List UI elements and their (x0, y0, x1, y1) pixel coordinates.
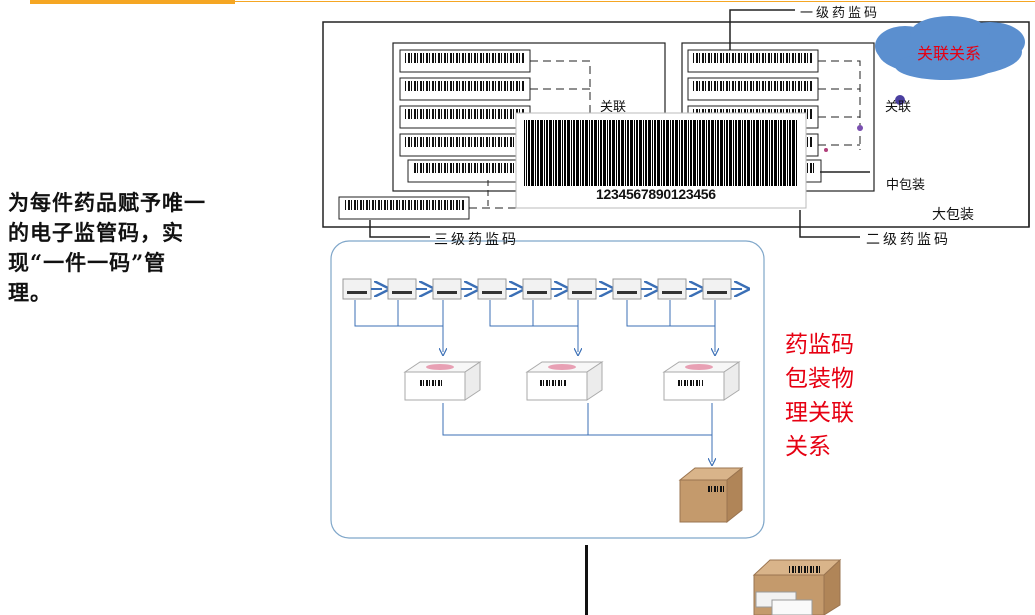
level3-code-label: 三级药监码 (434, 232, 519, 248)
header-rule (235, 1, 1035, 2)
cloud-label: 关联关系 (917, 44, 982, 63)
medium-box-row (403, 361, 741, 401)
left-item-barcodes (399, 49, 531, 183)
relation-cloud (875, 16, 1025, 80)
level2-code-label: 二级药监码 (866, 232, 951, 248)
header-accent-bar (30, 0, 235, 4)
relation-panel (330, 240, 765, 539)
medium-pack-label: 中包装 (886, 178, 926, 193)
item-box-row (342, 278, 742, 300)
big-barcode-bars (524, 120, 798, 186)
large-pack-label: 大包装 (932, 207, 974, 223)
carton-box (678, 466, 744, 524)
open-carton (752, 558, 842, 615)
big-barcode-number: 1234567890123456 (596, 186, 716, 202)
level1-code-label: 一级药监码 (800, 6, 881, 21)
link-label-left: 关联 (600, 100, 627, 115)
right-caption: 药监码 包装物 理关联 关系 (785, 332, 854, 460)
bottom-divider (585, 545, 588, 615)
link-label-right: 关联 (885, 100, 912, 115)
left-caption: 为每件药品赋予唯一的电子监管码，实现“一件一码”管理。 (8, 190, 206, 305)
